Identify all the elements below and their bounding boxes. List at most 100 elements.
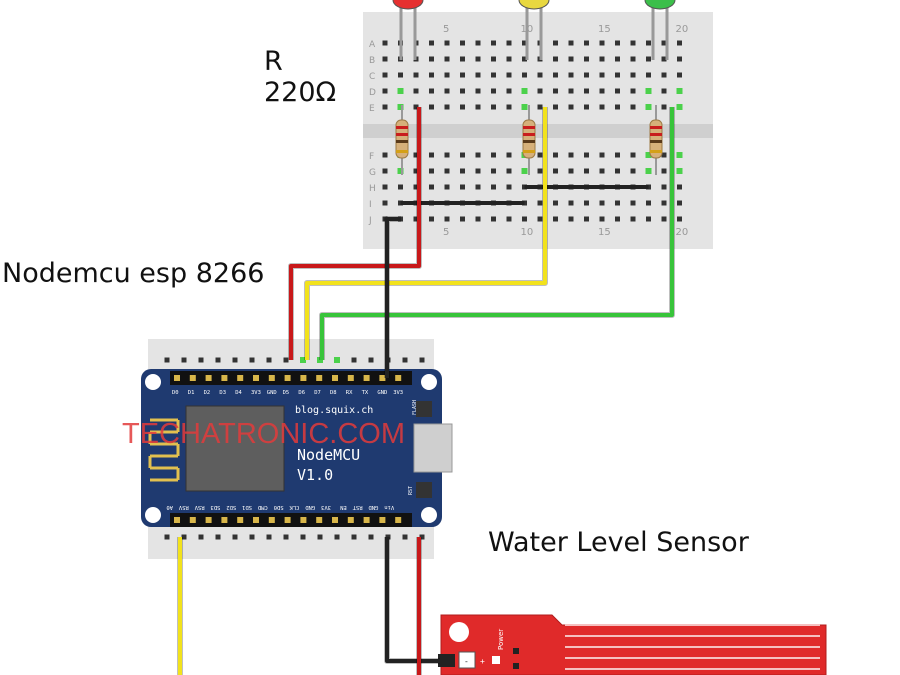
breadboard-hole bbox=[382, 104, 388, 110]
breadboard-hole bbox=[491, 168, 496, 174]
board-name: NodeMCU bbox=[297, 446, 360, 464]
breadboard-hole bbox=[646, 72, 651, 78]
mini-hole bbox=[215, 534, 221, 540]
breadboard-hole bbox=[646, 40, 651, 46]
water-level-sensor: -+Power bbox=[438, 614, 827, 675]
bottom-pin-label: EN bbox=[340, 504, 347, 510]
breadboard-hole bbox=[537, 152, 543, 158]
breadboard-hole bbox=[584, 88, 589, 94]
resistor-band bbox=[523, 140, 535, 143]
breadboard-hole bbox=[429, 40, 434, 46]
wire-green-d7 bbox=[320, 107, 674, 360]
resistor-band bbox=[523, 126, 535, 129]
mini-hole bbox=[249, 534, 255, 540]
top-pin-label: D6 bbox=[298, 390, 305, 396]
row-label: J bbox=[368, 216, 372, 226]
breadboard-hole bbox=[506, 216, 512, 222]
breadboard-hole bbox=[630, 168, 636, 174]
top-pin-label: D8 bbox=[330, 390, 337, 396]
bottom-pin-label: CMD bbox=[258, 504, 268, 510]
header-pin bbox=[221, 375, 228, 381]
breadboard-hole bbox=[630, 88, 636, 94]
esp-shield bbox=[185, 405, 285, 492]
breadboard-hole bbox=[584, 40, 589, 46]
breadboard-hole bbox=[553, 216, 558, 222]
header-pin bbox=[237, 517, 244, 523]
breadboard-hole bbox=[491, 72, 496, 78]
resistor-body bbox=[395, 119, 409, 159]
active-hole bbox=[521, 104, 528, 110]
mini-hole bbox=[351, 357, 357, 363]
bottom-pin-label: RSV bbox=[178, 504, 189, 510]
mini-hole bbox=[283, 534, 289, 540]
breadboard-hole bbox=[646, 200, 651, 206]
breadboard-hole bbox=[506, 56, 512, 62]
breadboard-hole bbox=[584, 56, 589, 62]
active-hole bbox=[397, 104, 404, 110]
breadboard-hole bbox=[568, 104, 574, 110]
breadboard-hole bbox=[599, 200, 605, 206]
breadboard-hole bbox=[615, 104, 620, 110]
breadboard-hole bbox=[568, 168, 574, 174]
bottom-pin-label: 3V3 bbox=[321, 504, 331, 510]
breadboard-hole bbox=[413, 104, 419, 110]
breadboard-hole bbox=[537, 72, 543, 78]
breadboard-hole bbox=[599, 104, 605, 110]
breadboard-hole bbox=[537, 104, 543, 110]
breadboard-hole bbox=[460, 152, 465, 158]
sensor-connector bbox=[458, 651, 476, 669]
mini-hole bbox=[334, 534, 340, 540]
breadboard-hole bbox=[584, 168, 589, 174]
top-pin-label: D3 bbox=[219, 390, 226, 396]
breadboard-hole bbox=[444, 104, 450, 110]
breadboard-hole bbox=[646, 216, 651, 222]
breadboard-hole bbox=[553, 200, 558, 206]
breadboard-hole bbox=[537, 216, 543, 222]
active-hole bbox=[645, 168, 652, 174]
mounting-hole bbox=[421, 374, 437, 390]
row-label: D bbox=[369, 88, 376, 98]
breadboard-hole bbox=[475, 88, 481, 94]
header-pin bbox=[253, 375, 259, 381]
breadboard-hole bbox=[568, 216, 574, 222]
active-hole bbox=[676, 168, 683, 174]
header-pin bbox=[332, 517, 338, 523]
rst-label: RST bbox=[408, 486, 414, 495]
breadboard-hole bbox=[475, 216, 481, 222]
sensor-pin-plus: + bbox=[480, 657, 485, 666]
breadboard-hole bbox=[615, 40, 620, 46]
column-number: 10 bbox=[521, 227, 534, 238]
breadboard-hole bbox=[599, 56, 605, 62]
resistor-band bbox=[396, 140, 408, 143]
top-pin-label: D0 bbox=[172, 390, 179, 396]
breadboard-hole bbox=[382, 40, 388, 46]
resistor-body bbox=[522, 119, 536, 159]
mini-hole bbox=[232, 357, 238, 363]
breadboard-hole bbox=[661, 152, 667, 158]
breadboard-hole bbox=[491, 40, 496, 46]
row-label: F bbox=[369, 152, 374, 162]
top-pin-label: 3V3 bbox=[393, 390, 403, 396]
header-pin bbox=[363, 375, 370, 381]
top-pin-label: D5 bbox=[283, 390, 290, 396]
header-pin bbox=[253, 517, 259, 523]
column-number: 15 bbox=[598, 227, 611, 238]
breadboard-hole bbox=[630, 152, 636, 158]
breadboard-hole bbox=[568, 88, 574, 94]
breadboard-hole bbox=[599, 72, 605, 78]
bottom-pin-label: A0 bbox=[166, 504, 173, 510]
breadboard-hole bbox=[429, 216, 434, 222]
header-pin bbox=[347, 375, 354, 381]
breadboard-hole bbox=[382, 72, 388, 78]
breadboard-hole bbox=[506, 88, 512, 94]
resistor-band bbox=[650, 140, 662, 143]
bottom-pin-label: SD3 bbox=[210, 504, 220, 510]
sensor-header bbox=[438, 654, 455, 667]
breadboard-hole bbox=[630, 40, 636, 46]
breadboard-hole bbox=[677, 216, 682, 222]
power-led bbox=[492, 656, 500, 664]
breadboard-hole bbox=[599, 88, 605, 94]
flash-label: FLASH bbox=[412, 400, 418, 415]
breadboard-hole bbox=[553, 40, 558, 46]
